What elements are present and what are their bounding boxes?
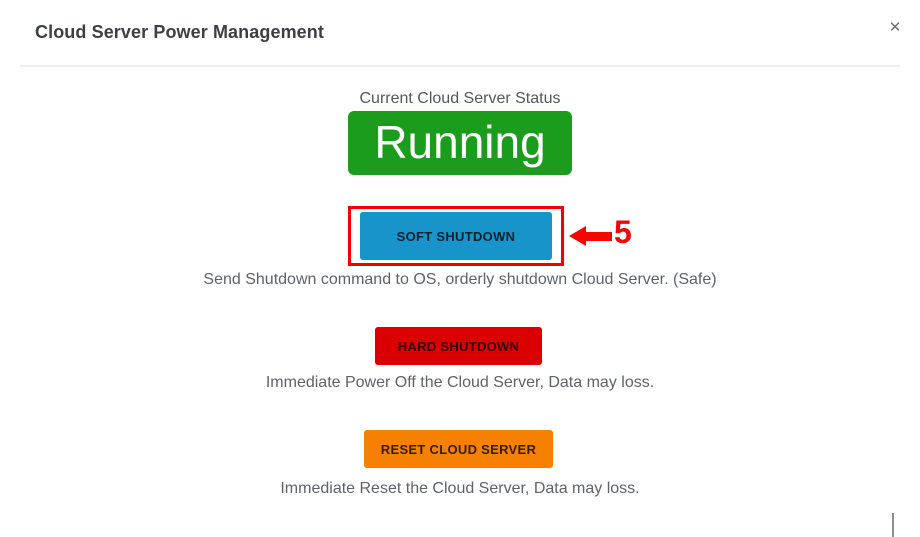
dialog-title: Cloud Server Power Management (35, 22, 324, 42)
arrow-left-icon (569, 226, 586, 246)
reset-cloud-server-button[interactable]: RESET CLOUD SERVER (364, 430, 553, 468)
status-label: Current Cloud Server Status (359, 90, 561, 107)
annotation-highlight-box: SOFT SHUTDOWN (348, 206, 564, 266)
text-cursor (892, 513, 894, 537)
close-icon[interactable]: ✕ (884, 16, 906, 38)
soft-shutdown-button[interactable]: SOFT SHUTDOWN (360, 212, 552, 260)
header-divider (20, 65, 900, 67)
reset-cloud-server-description: Immediate Reset the Cloud Server, Data m… (280, 480, 640, 497)
status-badge: Running (348, 111, 572, 175)
arrow-left-icon (585, 232, 612, 241)
hard-shutdown-button[interactable]: HARD SHUTDOWN (375, 327, 542, 365)
hard-shutdown-description: Immediate Power Off the Cloud Server, Da… (265, 374, 655, 391)
annotation-step-number: 5 (614, 214, 632, 250)
soft-shutdown-description: Send Shutdown command to OS, orderly shu… (203, 271, 717, 288)
